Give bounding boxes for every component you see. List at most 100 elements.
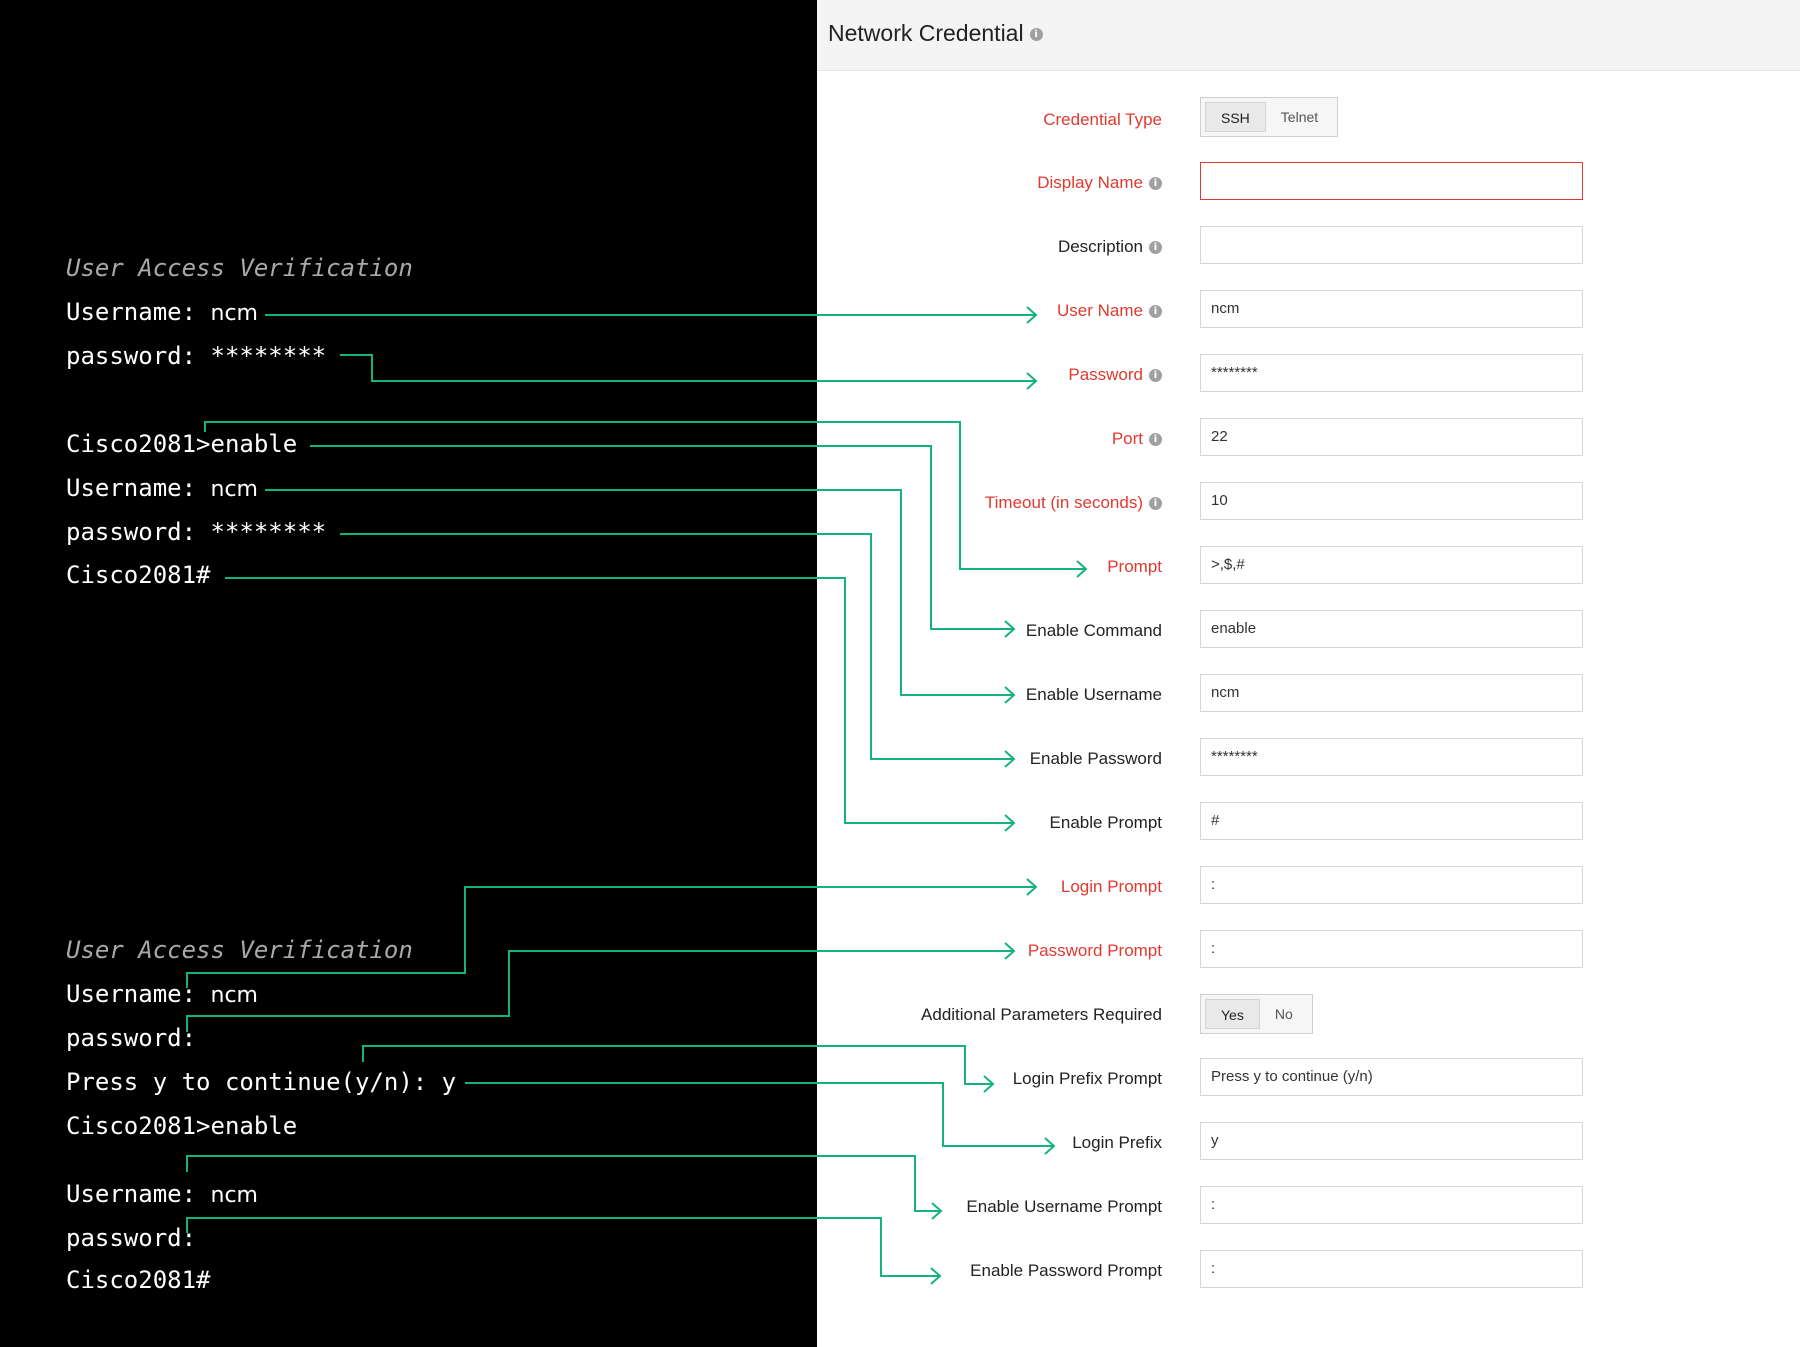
connector-password-prompt: [186, 950, 1013, 1032]
info-icon[interactable]: i: [1029, 28, 1043, 42]
login-prefix-field[interactable]: y: [1200, 1122, 1583, 1160]
connector-enable-password-prompt: [186, 1217, 939, 1277]
login-prompt-label: Login Prompt: [1060, 877, 1162, 896]
terminal-password-line-2: password:: [66, 1024, 197, 1052]
arrow-right-icon: [931, 1202, 943, 1220]
terminal-prompt-line-2: Cisco2081#: [66, 1266, 211, 1294]
terminal-enable-username-value: ncm: [210, 477, 258, 502]
terminal-username-value-2: ncm: [210, 983, 258, 1008]
enable-password-prompt-label: Enable Password Prompt: [970, 1261, 1162, 1280]
additional-params-label: Additional Parameters Required: [921, 1005, 1162, 1024]
display-name-field[interactable]: [1200, 162, 1583, 200]
terminal-password-line: password: ********: [66, 341, 326, 371]
no-option[interactable]: No: [1274, 1006, 1293, 1022]
enable-prompt-field[interactable]: #: [1200, 802, 1583, 840]
login-prefix-label: Login Prefix: [1072, 1133, 1162, 1152]
arrow-right-icon: [1004, 686, 1016, 704]
prompt-label: Prompt: [1107, 557, 1162, 576]
password-prompt-label: Password Prompt: [1027, 941, 1162, 960]
terminal-username-line: Username: ncm: [66, 297, 258, 329]
display-name-label-text: Display Name: [1037, 173, 1143, 192]
info-icon[interactable]: i: [1149, 497, 1162, 511]
arrow-right-icon: [1004, 814, 1016, 832]
info-icon[interactable]: i: [1149, 369, 1162, 383]
arrow-right-icon: [983, 1075, 995, 1093]
terminal-enable-command-2: Cisco2081>enable: [66, 1112, 298, 1140]
ssh-option[interactable]: SSH: [1205, 102, 1266, 132]
arrow-right-icon: [1004, 750, 1016, 768]
terminal-heading-2: User Access Verification: [66, 936, 413, 964]
enable-password-field[interactable]: ********: [1200, 738, 1583, 776]
credential-type-toggle: SSH Telnet: [1200, 97, 1339, 137]
connector-prompt: [204, 421, 1085, 570]
terminal-panel: User Access Verification Username: ncm p…: [0, 0, 817, 1347]
enable-username-field[interactable]: ncm: [1200, 674, 1583, 712]
password-prompt-field[interactable]: :: [1200, 930, 1583, 968]
terminal-enable-username-value-2: ncm: [210, 1183, 258, 1208]
terminal-username-label: Username:: [66, 298, 197, 326]
arrow-right-icon: [1004, 942, 1016, 960]
connector-enable-password: [340, 533, 1013, 760]
terminal-username-value: ncm: [210, 301, 258, 326]
terminal-enable-password-line-2: password:: [66, 1224, 197, 1252]
enable-username-label: Enable Username: [1025, 685, 1162, 704]
timeout-label-text: Timeout (in seconds): [984, 493, 1143, 512]
login-prefix-prompt-field[interactable]: Press y to continue (y/n): [1200, 1058, 1583, 1096]
arrow-right-icon: [1026, 306, 1038, 324]
arrow-right-icon: [1044, 1137, 1056, 1155]
info-icon[interactable]: i: [1149, 177, 1162, 191]
connector-enable-username-prompt: [186, 1155, 940, 1212]
user-name-label-text: User Name: [1057, 301, 1143, 320]
terminal-username-label-2: Username:: [66, 980, 197, 1008]
description-field[interactable]: [1200, 226, 1583, 264]
arrow-right-icon: [1026, 372, 1038, 390]
arrow-right-icon: [930, 1267, 942, 1285]
terminal-enable-command: Cisco2081>enable: [66, 430, 298, 458]
connector-password: [340, 354, 1035, 382]
port-field[interactable]: 22: [1200, 418, 1583, 456]
port-label-text: Port: [1111, 429, 1143, 448]
terminal-enable-username-line-2: Username: ncm: [66, 1179, 258, 1211]
terminal-password-label: password:: [66, 342, 197, 370]
additional-params-toggle: Yes No: [1200, 994, 1313, 1034]
login-prompt-field[interactable]: :: [1200, 866, 1583, 904]
user-name-field[interactable]: ncm: [1200, 290, 1583, 328]
terminal-enable-password-label: password:: [66, 518, 197, 546]
terminal-enable-username-label-2: Username:: [66, 1180, 197, 1208]
password-field[interactable]: ********: [1200, 354, 1583, 392]
enable-password-label: Enable Password: [1029, 749, 1162, 768]
timeout-label: Timeout (in seconds) i: [985, 492, 1162, 514]
enable-username-prompt-field[interactable]: :: [1200, 1186, 1583, 1224]
enable-command-field[interactable]: enable: [1200, 610, 1583, 648]
info-icon[interactable]: i: [1149, 305, 1162, 319]
password-label-text: Password: [1068, 365, 1143, 384]
arrow-right-icon: [1004, 620, 1016, 638]
telnet-option[interactable]: Telnet: [1280, 109, 1319, 125]
password-label: Password i: [1068, 364, 1162, 386]
terminal-enable-password-line: password: ********: [66, 517, 326, 547]
timeout-field[interactable]: 10: [1200, 482, 1583, 520]
info-icon[interactable]: i: [1149, 433, 1162, 447]
login-prefix-prompt-label: Login Prefix Prompt: [1012, 1069, 1162, 1088]
connector-login-prefix-prompt: [362, 1045, 992, 1085]
info-icon[interactable]: i: [1149, 241, 1162, 255]
enable-password-prompt-field[interactable]: :: [1200, 1250, 1583, 1288]
prompt-field[interactable]: >,$,#: [1200, 546, 1583, 584]
connector-enable-username: [265, 489, 1013, 696]
form-header: [817, 0, 1800, 71]
description-label: Description i: [1058, 236, 1162, 258]
display-name-label: Display Name i: [1037, 172, 1162, 194]
arrow-right-icon: [1076, 560, 1088, 578]
connector-login-prefix: [465, 1082, 1053, 1147]
connector-enable-prompt: [225, 577, 1013, 824]
terminal-enable-username-label: Username:: [66, 474, 197, 502]
yes-option[interactable]: Yes: [1205, 999, 1260, 1029]
connector-enable-command: [310, 445, 1013, 630]
enable-command-label: Enable Command: [1025, 621, 1162, 640]
description-label-text: Description: [1057, 237, 1143, 256]
terminal-username-line-2: Username: ncm: [66, 979, 258, 1011]
enable-username-prompt-label: Enable Username Prompt: [966, 1197, 1162, 1216]
